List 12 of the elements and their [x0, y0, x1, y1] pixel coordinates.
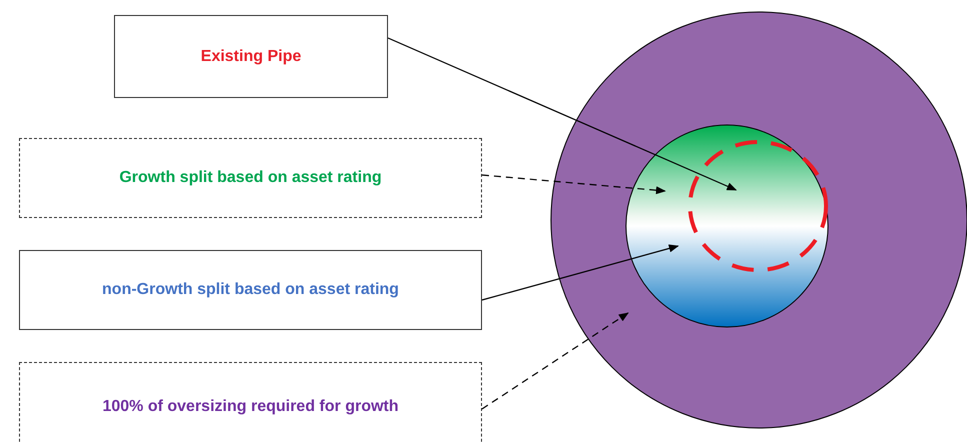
label-text: non-Growth split based on asset rating: [102, 280, 399, 300]
label-text: Existing Pipe: [200, 46, 302, 66]
label-box: [19, 138, 482, 218]
label-box: [114, 15, 388, 98]
arrow: [482, 174, 666, 194]
label-box: [19, 250, 482, 330]
arrow: [482, 244, 679, 301]
label-text: Growth split based on asset rating: [119, 168, 382, 188]
label-text: 100% of oversizing required for growth: [102, 397, 399, 417]
arrow: [388, 37, 737, 191]
arrow: [482, 312, 629, 410]
label-box: [19, 362, 482, 442]
